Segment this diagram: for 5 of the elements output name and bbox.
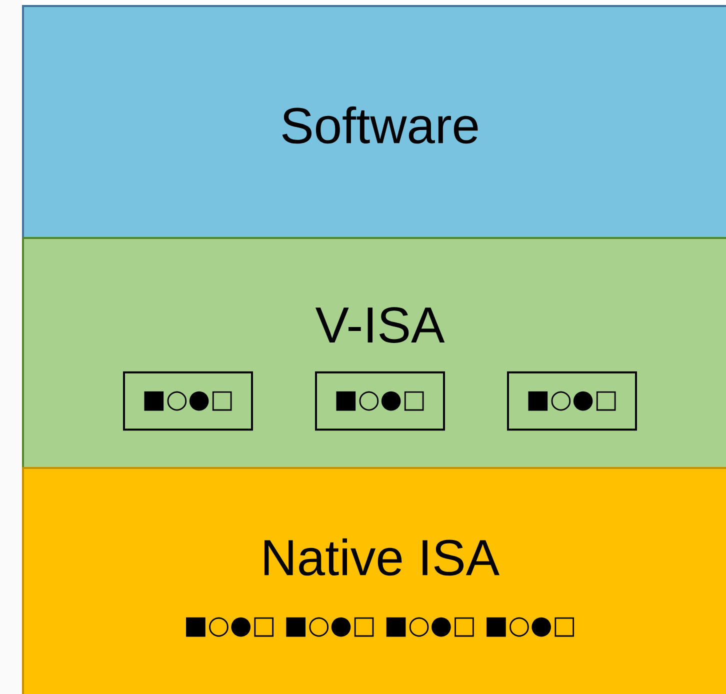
layer-band: Native ISA ■○●□ ■○●□ ■○●□ ■○●□ <box>22 467 726 694</box>
instruction-box: ■○●□ <box>315 371 445 431</box>
instruction-box: ■○●□ <box>123 371 253 431</box>
layer-band: Software <box>22 5 726 239</box>
instruction-box: ■○●□ <box>507 371 637 431</box>
